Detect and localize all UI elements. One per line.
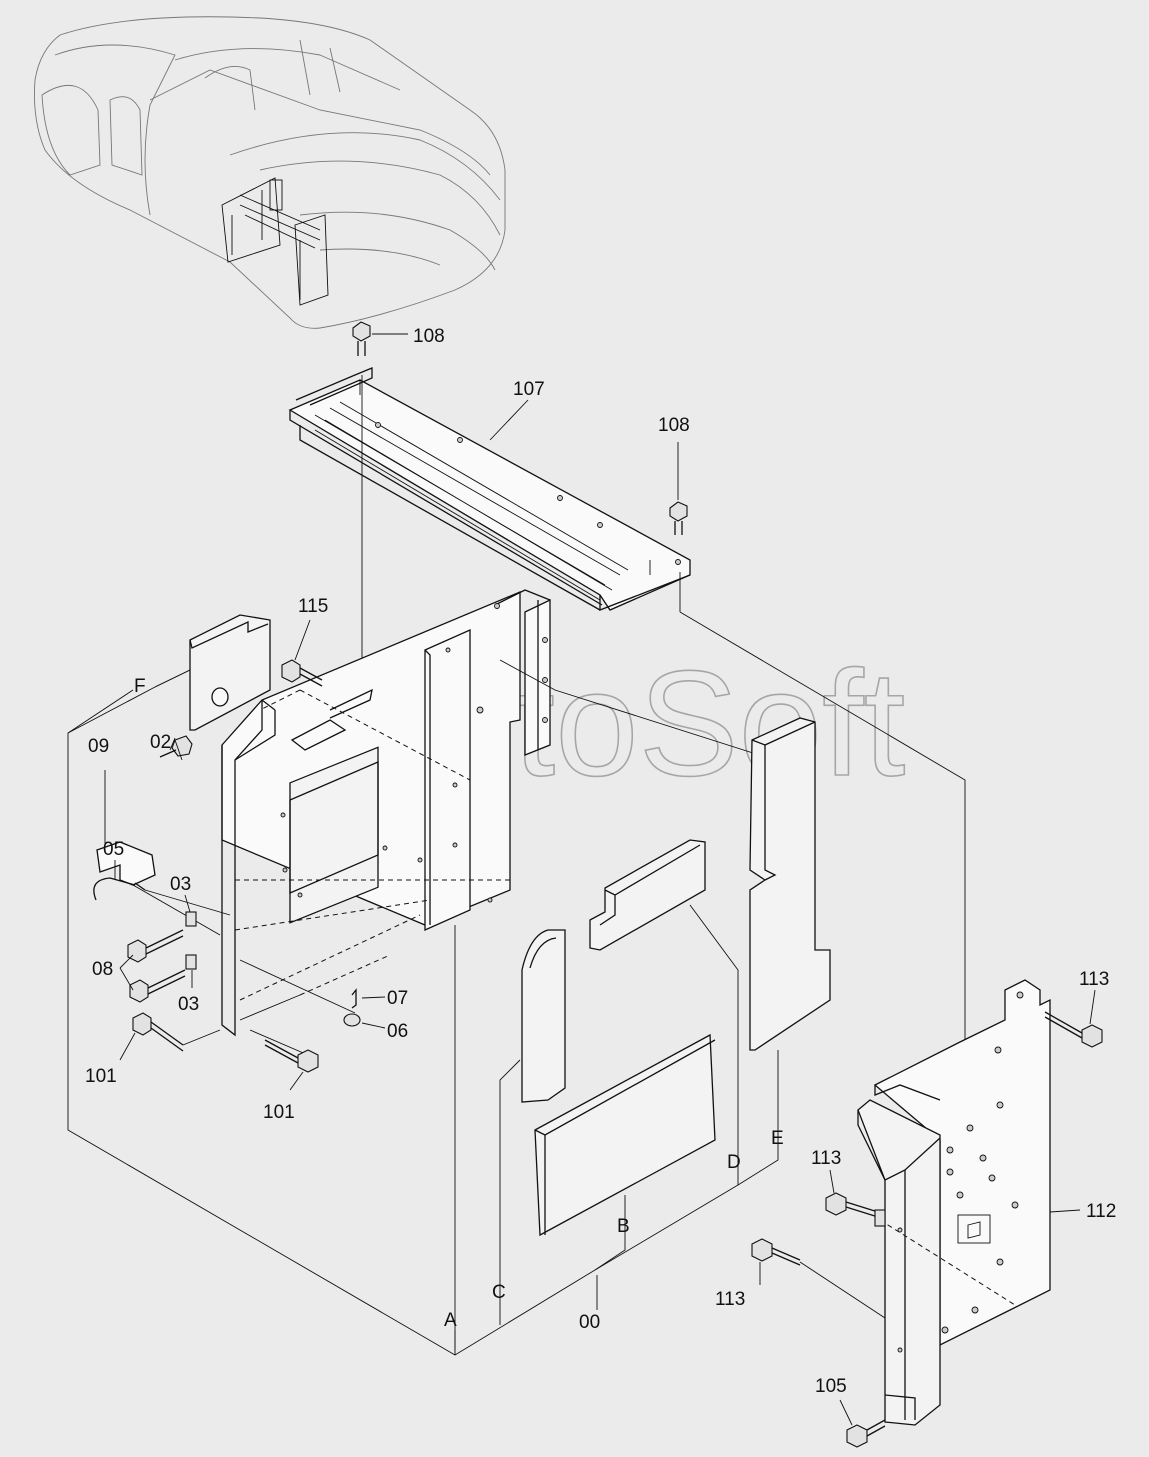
callout-113-top: 113 — [1079, 969, 1109, 990]
callout-101-left: 101 — [85, 1066, 117, 1087]
callout-07: 07 — [387, 988, 408, 1009]
cable-05 — [93, 860, 231, 916]
callout-112: 112 — [1086, 1201, 1116, 1222]
excavator-overview — [34, 16, 506, 329]
bolt-113-mid — [825, 1169, 886, 1227]
seal-f — [189, 614, 271, 731]
leader-line — [489, 399, 529, 441]
seal-e — [749, 717, 831, 1051]
callout-c: C — [492, 1282, 506, 1303]
callout-108-top: 108 — [413, 326, 445, 347]
leader-line — [679, 611, 966, 1040]
callout-e: E — [771, 1128, 784, 1149]
callout-00: 00 — [579, 1312, 600, 1333]
bolt-108-right — [669, 442, 688, 535]
bolt-101-bottom — [264, 1039, 319, 1091]
seal-b — [534, 1033, 716, 1237]
callout-113-low: 113 — [715, 1289, 745, 1310]
callout-02: 02 — [150, 732, 171, 753]
seal-d — [589, 839, 706, 951]
bolt-105 — [839, 1399, 886, 1448]
bolt-113-top — [1044, 989, 1103, 1048]
bolt-08-lower — [119, 954, 186, 1003]
bolt-113-low — [751, 1238, 886, 1319]
callout-03-top: 03 — [170, 874, 191, 895]
callout-105: 105 — [815, 1376, 847, 1397]
leader-line — [174, 739, 183, 761]
callout-08: 08 — [92, 959, 113, 980]
leader-line — [154, 669, 191, 688]
bolt-101-left — [119, 1012, 221, 1061]
callout-03-bottom: 03 — [178, 994, 199, 1015]
callout-115: 115 — [298, 596, 328, 617]
right-frame-112 — [857, 979, 1081, 1426]
callout-d: D — [727, 1152, 741, 1173]
callout-06: 06 — [387, 1021, 408, 1042]
callout-b: B — [617, 1216, 630, 1237]
callout-labels: 108 107 108 115 F 09 02 05 03 08 03 07 0… — [85, 326, 1116, 1397]
callout-a: A — [444, 1310, 457, 1331]
callout-107: 107 — [513, 379, 545, 400]
leader-framework — [67, 659, 779, 1356]
bolt-108-top — [352, 321, 408, 356]
clip-03-top — [184, 894, 197, 927]
clip-03-bottom — [185, 954, 197, 988]
callout-f: F — [134, 676, 146, 697]
pin-07 — [351, 988, 386, 1009]
seal-c — [521, 929, 566, 1103]
callout-101-bottom: 101 — [263, 1102, 295, 1123]
washer-06 — [343, 1013, 386, 1029]
left-frame-assembly — [221, 589, 551, 1350]
callout-113-mid: 113 — [811, 1148, 841, 1169]
upper-bracket-107 — [288, 367, 691, 611]
bolt-08-upper — [127, 929, 184, 963]
callout-09: 09 — [88, 736, 109, 757]
callout-108-right: 108 — [658, 415, 690, 436]
callout-05: 05 — [103, 839, 124, 860]
left-frame-lower-lines — [239, 914, 421, 1056]
bolt-02 — [159, 735, 193, 758]
bolt-115 — [281, 619, 323, 687]
